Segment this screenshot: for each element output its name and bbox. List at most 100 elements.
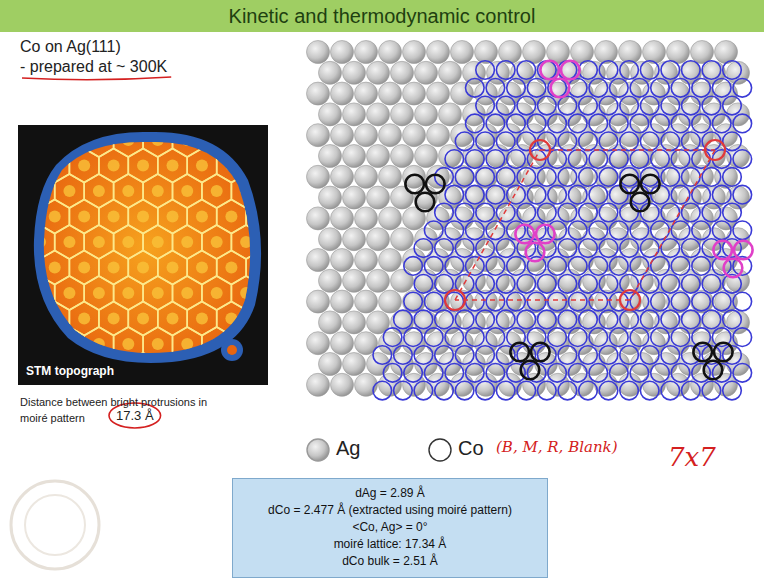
underline-mark [22,77,171,80]
co-atom [558,275,577,294]
co-atom [702,275,721,294]
ag-atom [331,41,354,64]
ag-atom [391,103,414,126]
info-line: dCo bulk = 2.51 Å [241,553,539,570]
moire-protrusion [49,262,61,274]
co-atom [568,257,587,276]
co-atom [496,203,515,222]
ag-atom [391,311,414,334]
ag-atom [415,103,438,126]
co-atom [466,221,485,240]
co-atom [589,114,608,133]
co-atom [712,185,731,204]
co-atom [579,168,598,187]
co-atom [579,381,598,400]
co-atom [589,292,608,311]
ag-atom [427,124,450,147]
moire-protrusion [225,160,237,172]
co-atom [661,96,680,115]
co-atom [682,239,701,258]
co-atom [486,150,505,169]
co-atom [661,346,680,365]
legend-text: Ag [336,437,360,460]
black-trio [714,343,733,362]
moire-protrusion [152,287,164,299]
ag-atom [319,145,342,168]
co-atom [733,292,752,311]
ag-atom [643,41,666,64]
black-trio [510,343,529,362]
co-atom [682,275,701,294]
ag-atom [343,61,366,84]
co-atom [496,275,515,294]
pink-trio [540,61,559,80]
legend-sample [429,439,451,461]
moire-protrusion [122,236,134,248]
moire-cell [55,327,84,361]
ag-atom [427,82,450,105]
moire-cell [276,251,305,285]
co-atom [414,310,433,329]
co-atom [404,328,423,347]
ag-atom [355,290,378,313]
dimension-label: 17.3 Å [116,408,154,423]
co-atom [527,114,546,133]
moire-protrusion [196,313,208,325]
ag-atom [331,290,354,313]
pink-trio [551,79,570,98]
moire-protrusion [240,185,252,197]
co-atom [620,310,639,329]
image-caption: STM topograph [26,364,114,378]
co-atom [640,61,659,80]
moire-protrusion [240,236,252,248]
moire-protrusion [270,287,282,299]
ag-atom [307,124,330,147]
co-atom [702,310,721,329]
co-atom [610,185,629,204]
co-atom [527,292,546,311]
co-atom [579,96,598,115]
ag-atom [331,207,354,230]
co-atom [568,150,587,169]
ag-atom [715,41,738,64]
co-atom [445,185,464,204]
co-atom [599,203,618,222]
ag-atom [439,311,462,334]
moire-protrusion [78,160,90,172]
moire-protrusion [122,134,134,146]
hand-marks [22,77,171,428]
ag-atom [463,145,486,168]
co-atom [435,239,454,258]
ag-atom [703,61,726,84]
ag-atom [379,82,402,105]
co-atom [630,114,649,133]
co-atom [476,168,495,187]
co-atom [651,364,670,383]
legend-sample [307,439,329,461]
co-atom [671,150,690,169]
ag-atom [367,145,390,168]
ag-atom [355,82,378,105]
co-atom [558,132,577,151]
co-atom [558,346,577,365]
co-atom [548,257,567,276]
ag-atom [319,186,342,209]
ag-atom [391,228,414,251]
moire-protrusion [284,160,296,172]
co-atom [640,132,659,151]
ag-atom [331,332,354,355]
info-line: dCo = 2.477 Å (extracted using moiré pat… [241,502,539,519]
ag-atom [379,207,402,230]
pink-trio [536,225,555,244]
moire-protrusion [137,262,149,274]
co-atom [692,364,711,383]
co-atom [579,346,598,365]
co-atom [733,185,752,204]
ag-atom [307,41,330,64]
moire-protrusion [181,236,193,248]
moire-protrusion [167,262,179,274]
moire-protrusion [93,134,105,146]
co-atom [692,221,711,240]
co-atom [579,239,598,258]
co-atom [548,221,567,240]
